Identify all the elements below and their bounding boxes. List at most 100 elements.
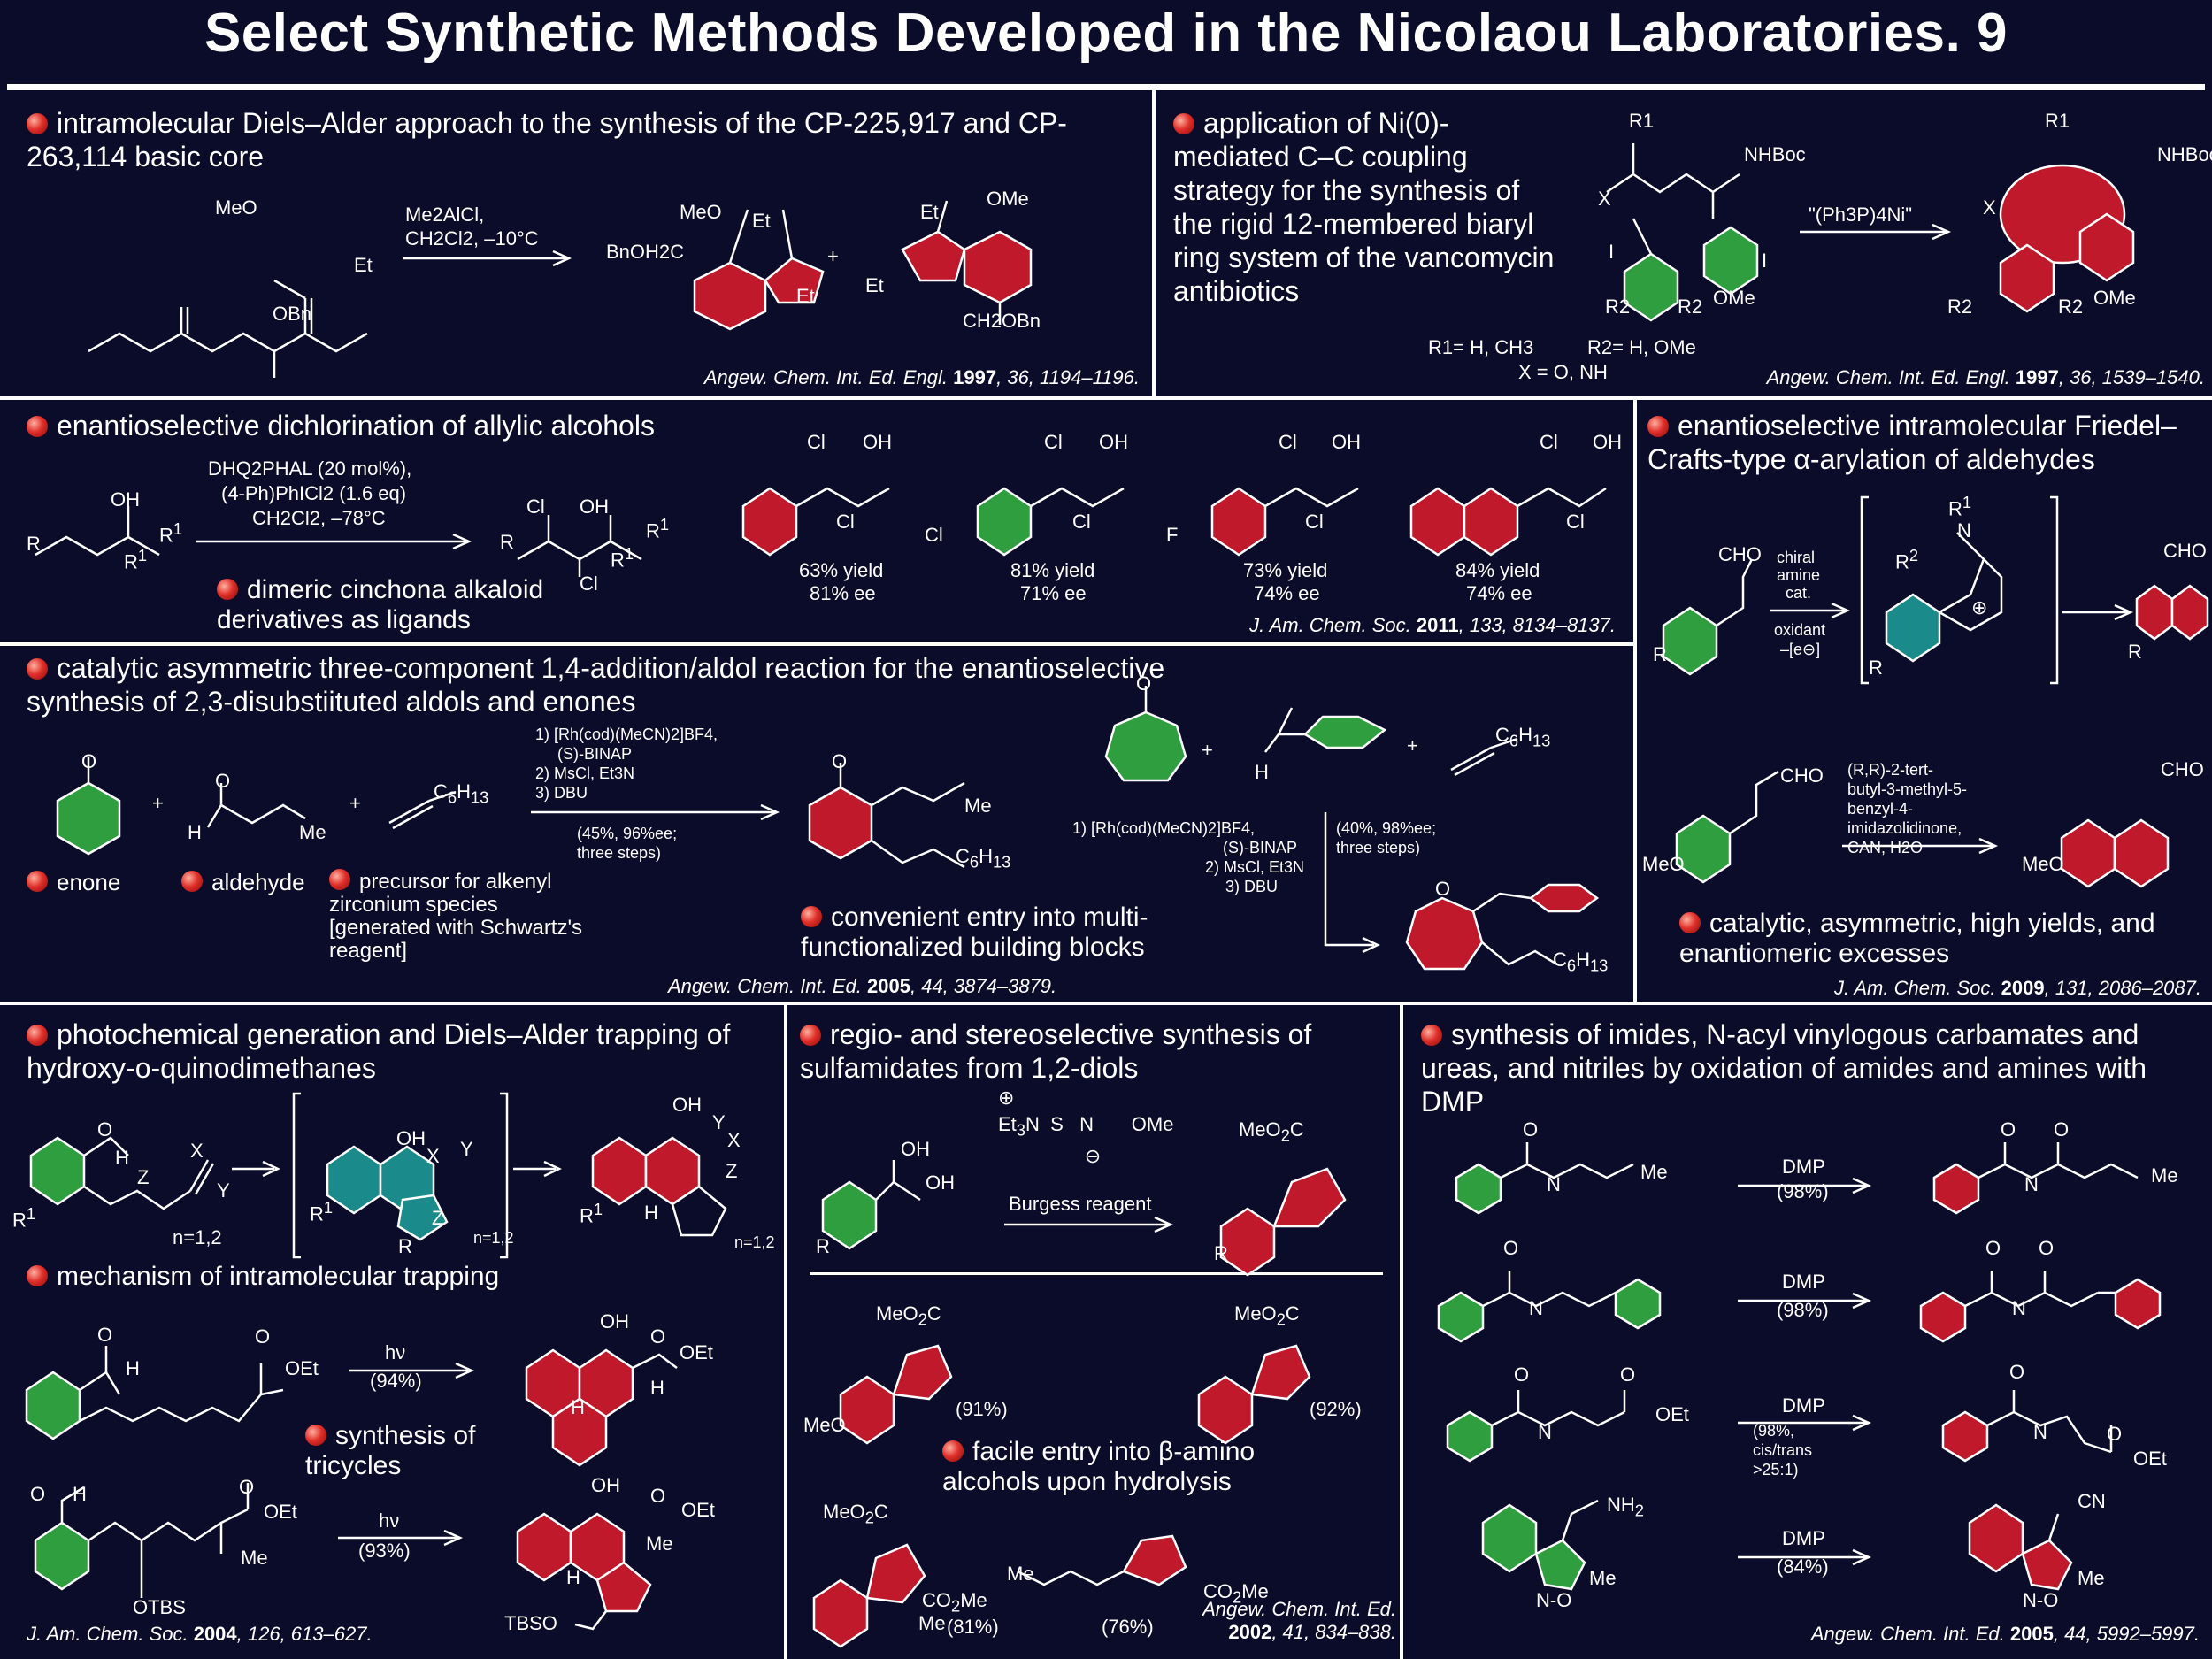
reaction-arrow [1770,602,1851,619]
atom-label: R [1869,657,1883,679]
reaction-arrow [1738,1548,1872,1566]
ee-label: 81% ee [810,582,876,604]
atom-label: Cl [1072,511,1091,533]
atom-label: O [2009,1361,2025,1383]
reaction-arrow [403,250,572,267]
reagent-label: Me2AlCl, [405,204,485,226]
condition-label: three steps) [577,844,662,862]
atom-label: H [1255,761,1269,783]
species-note: precursor for alkenyl zirconium species … [329,869,595,963]
methoxy-sulfamidate-structure [839,1344,953,1445]
atom-label: OH [396,1127,426,1149]
alkyne-structure [388,790,457,830]
tricycles-note: synthesis of tricycles [305,1421,518,1481]
condition-label: (R,R)-2-tert- [1847,761,1933,779]
condition-label: CAN, H2O [1847,839,1924,856]
yield-label: 84% yield [1455,559,1540,581]
atom-label: OH [1593,431,1622,453]
atom-label: Me [299,821,326,843]
divider [0,1002,2212,1005]
atom-label: N [2033,1421,2047,1443]
atom-label: Cl [807,431,826,453]
atom-label: OH [863,431,892,453]
citation-journal: Angew. Chem. Int. Ed. Engl. [703,366,949,388]
atom-label: OH [926,1171,955,1194]
condition-label: (S)-BINAP [1223,839,1298,856]
atom-label: MeO2C [1239,1118,1304,1145]
tbs-tricycle-structure [516,1512,652,1631]
bullet-icon [1647,416,1669,437]
note-text: precursor for alkenyl zirconium species … [329,870,583,963]
heading-text: catalytic asymmetric three-component 1,4… [27,652,1165,718]
panel-friedel-crafts: enantioselective intramolecular Friedel–… [1637,400,2212,1002]
citation-volume: , 133, 8134–8137. [1458,614,1616,636]
bullet-icon [1421,1025,1442,1046]
yield-label: (98%) [1777,1299,1829,1321]
reaction-arrow [232,1160,280,1178]
reagent-label: Burgess reagent [1009,1193,1152,1215]
atom-label: MeO2C [876,1302,941,1329]
citation-journal: J. Am. Chem. Soc. [1833,977,1996,999]
atom-label: R2 [2058,296,2084,318]
methoxy-product-structure [2060,818,2170,888]
atom-label: Z [726,1160,738,1182]
atom-label: R [2128,641,2142,663]
atom-label: O [1136,672,1152,695]
atom-label: X [727,1129,741,1151]
atom-label: MeO [680,201,722,223]
bullet-icon [27,1265,48,1286]
citation: J. Am. Chem. Soc. 2004, 126, 613–627. [27,1623,373,1646]
amide-substrate-1-structure [1455,1142,1634,1215]
atom-label: OEt [285,1357,319,1379]
tbs-substrate-structure [34,1483,250,1598]
atom-label: Me [964,795,992,817]
atom-label: Me [241,1547,268,1569]
atom-label: Cl [1279,431,1297,453]
yield-label: (84%) [1777,1555,1829,1578]
heading-text: synthesis of imides, N-acyl vinylogous c… [1421,1018,2147,1118]
citation-volume: , 36, 1539–1540. [2058,366,2205,388]
atom-label: MeO [803,1414,846,1436]
atom-label: H [571,1396,585,1418]
product-fluorophenyl-structure [1210,487,1359,557]
panel-ni-coupling: application of Ni(0)-mediated C–C coupli… [1156,90,2212,396]
bullet-icon [27,871,48,892]
note-text: mechanism of intramolecular trapping [57,1262,500,1291]
reagent-label: CH2Cl2, –78°C [252,507,386,529]
bullet-icon [27,113,48,134]
atom-label: Et [354,254,373,276]
bullet-icon [305,1425,326,1446]
heading-text: regio- and stereoselective synthesis of … [800,1018,1312,1084]
condition-label: butyl-3-methyl-5- [1847,780,1968,798]
isoxazole-amine-structure [1481,1499,1599,1591]
atom-label: O [30,1483,46,1505]
atom-label: H [566,1566,580,1588]
atom-label: Me [1007,1563,1034,1585]
reagent-label: DMP [1782,1271,1825,1293]
reaction-arrow [338,1529,464,1547]
divider [810,1272,1383,1275]
note-text: enone [57,869,121,895]
citation: Angew. Chem. Int. Ed.2002, 41, 834–838. [1184,1598,1396,1644]
divider [1633,396,1637,1003]
divider [0,396,2212,400]
bullet-icon [181,871,203,892]
atom-label: N [2012,1297,2026,1319]
atom-label: R [816,1235,830,1257]
atom-label: n=1,2 [173,1226,222,1248]
condition-label: three steps) [1336,839,1421,856]
atom-label: R1 [580,1200,603,1227]
atom-label: R1 [310,1198,334,1225]
reaction-arrow [349,1362,475,1379]
atom-label: CHO [2163,540,2207,562]
heading-text: intramolecular Diels–Alder approach to t… [27,107,1067,173]
panel-heading: synthesis of imides, N-acyl vinylogous c… [1421,1018,2200,1118]
atom-label: BnOH2C [606,241,685,263]
atom-label: Et [920,201,939,223]
atom-label: R [1653,643,1667,665]
note-text: synthesis of tricycles [305,1421,476,1480]
reaction-arrow [1738,1177,1872,1194]
atom-label: R1 [124,546,148,573]
atom-label: Y [460,1138,473,1160]
yield-label: (91%) [956,1398,1008,1420]
